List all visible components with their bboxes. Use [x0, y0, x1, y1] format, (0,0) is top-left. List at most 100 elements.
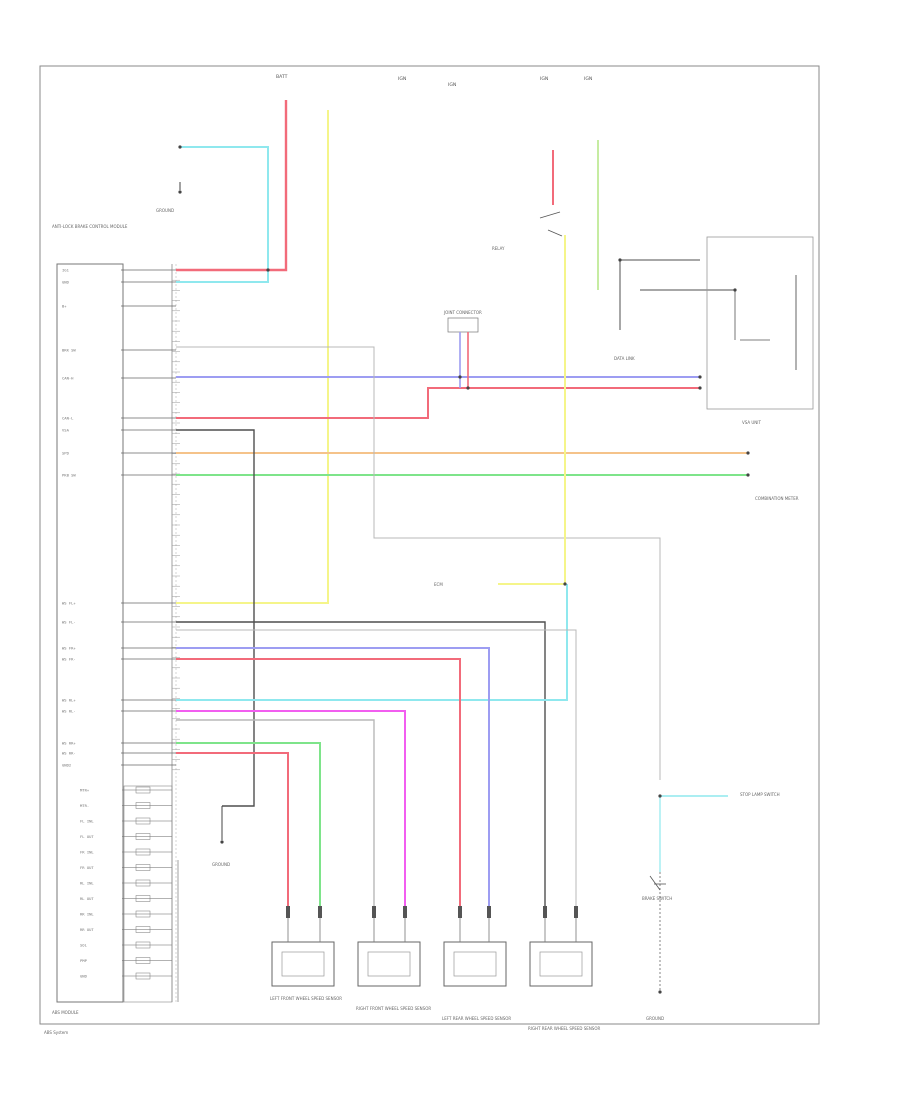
fuse-top-center2-label: IGN: [448, 82, 456, 88]
left-pin-label: B+: [62, 304, 67, 309]
relay-switch: [539, 211, 563, 237]
ecu-pin-label: FR INL: [80, 850, 94, 855]
ecu-pin-frame: [123, 785, 173, 1003]
wire-gray-low2: [176, 629, 577, 910]
ecu-pin-component: [135, 817, 151, 825]
sensor-fr: [357, 941, 421, 987]
ecu-pin-component: [135, 802, 151, 809]
relay-label: RELAY: [492, 246, 505, 251]
wire-red-step: [176, 387, 700, 419]
sensor-pin-mark: [403, 906, 407, 918]
left-pin-label: GND2: [62, 763, 71, 768]
ecu-pin-label: PMP: [80, 958, 88, 963]
sensor-fl-label: LEFT FRONT WHEEL SPEED SENSOR: [270, 996, 342, 1001]
sensor-pin-mark: [372, 906, 376, 918]
brake-switch-label: BRAKE SWITCH: [642, 896, 672, 901]
sensor-pin-mark: [318, 906, 322, 918]
ground-symbol-bottom-right: [658, 872, 662, 994]
ground-symbol-top-left: [178, 182, 182, 194]
ecu-pin-label: RL INL: [80, 881, 94, 886]
footer-label: ABS System: [44, 1030, 68, 1035]
splice-dot: [698, 375, 702, 379]
left-pin-label: CAN-L: [62, 416, 74, 421]
ground-top-left-label: GROUND: [156, 208, 174, 213]
left-pin-label: WS RL+: [62, 698, 76, 703]
ecu-pin-component: [135, 833, 151, 840]
fuse-right1-label: IGN: [540, 76, 548, 82]
splice-dot: [563, 582, 567, 586]
left-pin-label: CAN-H: [62, 376, 74, 381]
wire-red-top: [176, 100, 288, 272]
abs-module-box: [56, 263, 124, 1003]
wire-cyan-top: [176, 146, 269, 283]
wire-cyan-low: [176, 584, 568, 701]
ecu-pin-component: [135, 941, 151, 949]
left-pin-label: VSA: [62, 428, 70, 433]
sensor-rr: [529, 941, 593, 987]
fuse-top-left-label: BATT: [276, 74, 288, 80]
left-pin-label: WS FL+: [62, 601, 76, 606]
wire-red-low: [176, 658, 461, 910]
ecu-pin-component: [135, 910, 151, 918]
left-pin-label: WS RL-: [62, 709, 76, 714]
vsa-unit-label: VSA UNIT: [742, 420, 761, 425]
ecu-pin-component: [135, 957, 151, 964]
splice-dot: [458, 375, 462, 379]
left-pin-label: WS FR-: [62, 657, 76, 662]
left-pin-label: WS FR+: [62, 646, 76, 651]
combination-meter-label: COMBINATION METER: [755, 496, 799, 501]
ecu-pin-component: [135, 926, 151, 933]
ecu-pin-component: [135, 848, 151, 856]
brake-switch-symbol: [649, 875, 666, 891]
ecu-pin-component: [135, 895, 151, 902]
left-pin-label: BRK SW: [62, 348, 76, 353]
ecu-pin-label: GND: [80, 974, 88, 979]
sensor-connector-marks: [286, 906, 578, 942]
left-pin-label: SPD: [62, 451, 70, 456]
ground-bottom-right-label: GROUND: [646, 1016, 664, 1021]
sensor-pin-mark: [286, 906, 290, 918]
splice-dot: [618, 258, 622, 262]
splice-dot: [178, 145, 182, 149]
fuse-top-center-label: IGN: [398, 76, 406, 82]
wire-red-low2: [176, 752, 289, 910]
left-pin-label: WS FL-: [62, 620, 76, 625]
ecu-pin-label: RR OUT: [80, 927, 94, 932]
splice-dot: [746, 451, 750, 455]
ecu-pin-component: [135, 864, 151, 871]
sensor-fr-label: RIGHT FRONT WHEEL SPEED SENSOR: [356, 1006, 431, 1011]
sensor-pin-mark: [458, 906, 462, 918]
ecm-label: ECM: [434, 582, 443, 587]
wire-magenta-low: [176, 710, 406, 910]
module-bottom-label: ABS MODULE: [52, 1010, 79, 1015]
vsa-unit-box: [706, 236, 814, 410]
splice-dot: [466, 386, 470, 390]
stop-lamp-label: STOP LAMP SWITCH: [740, 792, 780, 797]
splice-dot: [658, 794, 662, 798]
joint-connector-symbol: [447, 317, 479, 388]
sensor-rr-label: RIGHT REAR WHEEL SPEED SENSOR: [528, 1026, 600, 1031]
left-pin-label: IG1: [62, 268, 70, 273]
ecu-pin-label: FL OUT: [80, 834, 94, 839]
wire-green-low: [176, 742, 321, 910]
data-link-label: DATA LINK: [614, 356, 635, 361]
ecu-pin-label: FL INL: [80, 819, 94, 824]
sensor-rl: [443, 941, 507, 987]
splice-dot: [266, 268, 270, 272]
ecu-pin-label: MTR-: [80, 803, 89, 808]
left-pin-label: PKB SW: [62, 473, 76, 478]
splice-dots: [178, 145, 750, 798]
sensor-pin-mark: [487, 906, 491, 918]
left-pin-label: WS RR+: [62, 741, 76, 746]
ecu-pin-label: MTR+: [80, 788, 90, 793]
wire-gray-1: [176, 346, 661, 780]
ecu-pin-component: [135, 879, 151, 887]
splice-dot: [698, 386, 702, 390]
diagram-border: [39, 65, 820, 1025]
splice-dot: [733, 288, 737, 292]
fuse-right2-label: IGN: [584, 76, 592, 82]
wire-gray-3: [176, 621, 546, 910]
